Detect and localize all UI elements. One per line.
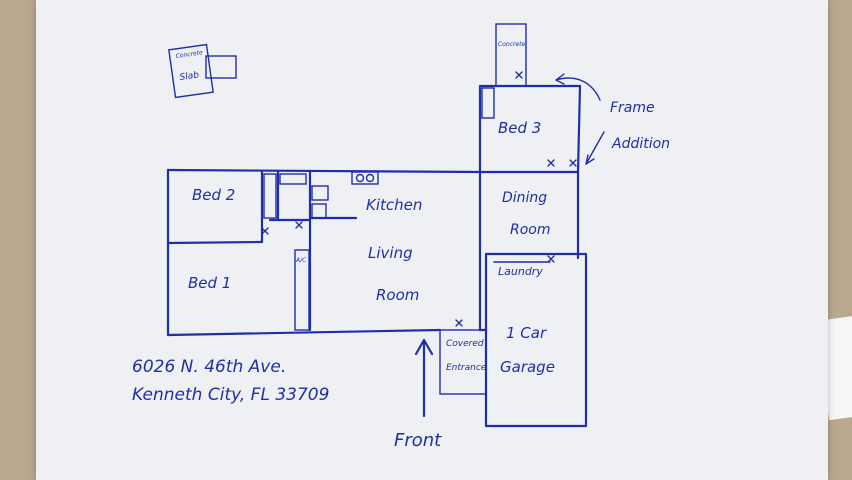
room-label-living-2: Room <box>376 286 419 304</box>
room-label-bed2: Bed 2 <box>192 186 235 204</box>
closet-hatching <box>263 87 495 331</box>
covered-entrance <box>439 329 487 395</box>
frame-addition-arrows <box>555 73 605 165</box>
frame-label-2: Addition <box>611 136 670 152</box>
room-label-dining-1: Dining <box>502 190 547 206</box>
main-house-walls <box>166 168 488 337</box>
door-marks <box>261 71 577 327</box>
room-label-covered-1: Covered <box>446 339 484 349</box>
closet-label-ac: A/C <box>295 257 307 264</box>
room-label-bed3: Bed 3 <box>498 119 541 137</box>
room-label-laundry: Laundry <box>498 265 543 278</box>
concrete-slab <box>168 43 237 99</box>
address-line-1: 6026 N. 46th Ave. <box>132 357 286 377</box>
kitchen-fixtures <box>279 171 379 219</box>
front-label: Front <box>394 430 442 451</box>
slab-label-1: Concrete <box>175 49 203 60</box>
dining-and-garage-walls <box>484 170 588 428</box>
front-arrow <box>414 338 434 418</box>
room-label-bed1: Bed 1 <box>188 274 231 292</box>
bed3-walls <box>478 84 582 174</box>
room-label-dining-2: Room <box>510 222 551 238</box>
chimney-label: Concrete <box>498 41 525 48</box>
address-line-2: Kenneth City, FL 33709 <box>132 385 329 405</box>
frame-label-1: Frame <box>610 100 655 116</box>
room-label-garage-1: 1 Car <box>506 324 547 342</box>
room-label-kitchen: Kitchen <box>366 196 422 214</box>
room-label-covered-2: Entrance <box>446 363 487 373</box>
room-label-garage-2: Garage <box>500 358 555 376</box>
room-label-living-1: Living <box>368 244 413 262</box>
slab-label-2: Slab <box>179 70 200 83</box>
